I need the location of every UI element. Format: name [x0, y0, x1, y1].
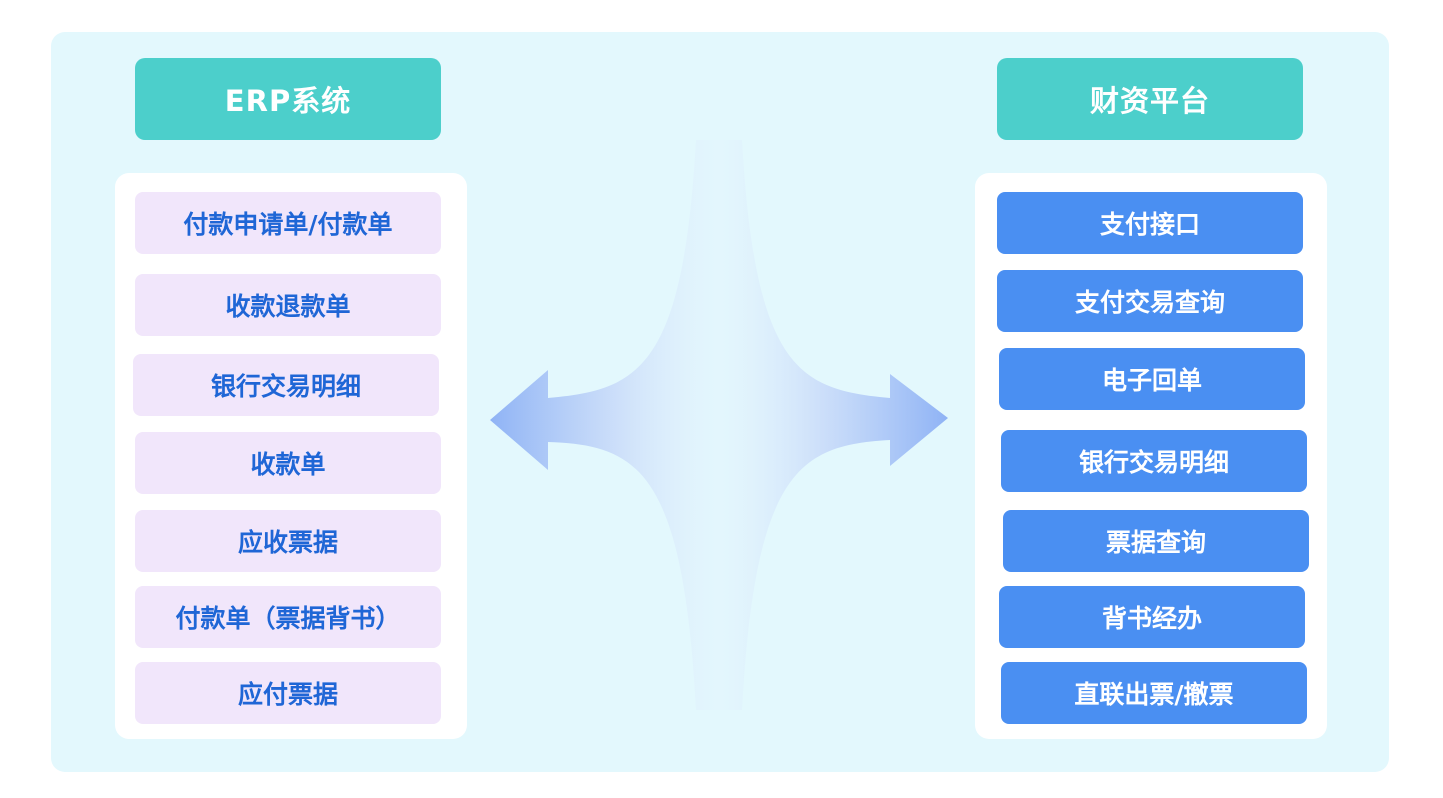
treasury-item-label: 电子回单	[1101, 366, 1202, 395]
treasury-item: 支付交易查询	[997, 270, 1303, 332]
erp-item: 收款单	[135, 432, 441, 494]
erp-system-header: ERP系统	[135, 58, 441, 140]
erp-item-label: 应付票据	[237, 680, 338, 709]
erp-item-label: 应收票据	[237, 528, 338, 557]
treasury-platform-header: 财资平台	[997, 58, 1303, 140]
erp-item: 应付票据	[135, 662, 441, 724]
erp-item-label: 收款单	[250, 450, 326, 479]
erp-item: 应收票据	[135, 510, 441, 572]
erp-item-label: 付款申请单/付款单	[183, 210, 393, 239]
erp-item: 收款退款单	[135, 274, 441, 336]
erp-system-title: ERP系统	[224, 84, 352, 118]
erp-item: 银行交易明细	[133, 354, 439, 416]
treasury-item: 背书经办	[999, 586, 1305, 648]
erp-item-label: 收款退款单	[225, 292, 351, 321]
treasury-item: 票据查询	[1003, 510, 1309, 572]
double-arrow-icon	[490, 140, 948, 710]
erp-item-label: 银行交易明细	[210, 372, 361, 401]
erp-item-label: 付款单（票据背书）	[175, 604, 401, 633]
left-arrow-icon	[490, 140, 719, 710]
treasury-item: 电子回单	[999, 348, 1305, 410]
treasury-item-label: 背书经办	[1101, 604, 1202, 633]
erp-item: 付款申请单/付款单	[135, 192, 441, 254]
erp-item: 付款单（票据背书）	[135, 586, 441, 648]
right-arrow-icon	[719, 140, 948, 710]
treasury-item-label: 银行交易明细	[1078, 448, 1229, 477]
treasury-item-label: 支付接口	[1099, 210, 1200, 239]
treasury-item-label: 直联出票/撤票	[1074, 680, 1234, 709]
treasury-item-label: 票据查询	[1105, 528, 1206, 557]
treasury-platform-title: 财资平台	[1089, 84, 1210, 118]
treasury-item-label: 支付交易查询	[1074, 288, 1225, 317]
treasury-item: 直联出票/撤票	[1001, 662, 1307, 724]
treasury-item: 银行交易明细	[1001, 430, 1307, 492]
treasury-item: 支付接口	[997, 192, 1303, 254]
